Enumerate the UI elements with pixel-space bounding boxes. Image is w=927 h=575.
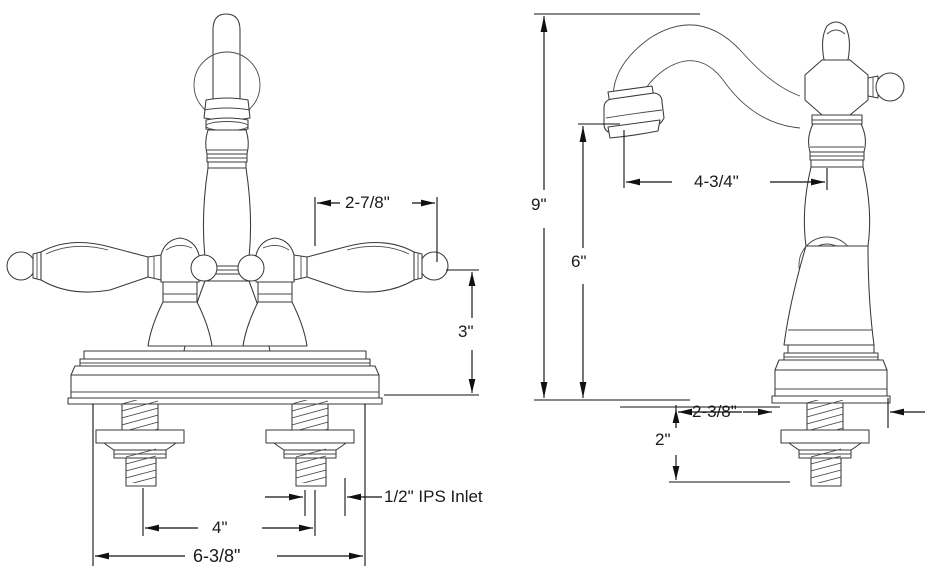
deck-base-front: [67, 350, 383, 405]
dim-label-handle-height: 3": [458, 322, 474, 341]
dim-spout-reach-4-3-4: [623, 130, 828, 190]
dim-overall-width-6-3-8: [92, 404, 366, 566]
spout-side-profile: [603, 24, 801, 139]
dim-label-center-to-center: 4": [212, 518, 228, 537]
deck-base-side: [771, 344, 891, 404]
handle-right: [237, 237, 449, 347]
shank-side: [780, 400, 870, 487]
dim-label-shank-length: 2": [655, 430, 671, 449]
dim-label-overall-width: 6-3/8": [193, 546, 241, 566]
dim-label-overall-height: 9": [531, 195, 547, 214]
dim-handle-spread-2-7-8: [314, 197, 438, 262]
body-side: [783, 21, 905, 346]
shank-right: [265, 400, 355, 487]
shank-left: [95, 400, 185, 487]
dim-label-spout-height: 6": [571, 252, 587, 271]
handle-left: [6, 237, 218, 347]
dim-shank-length-2in: [669, 409, 790, 483]
dim-center-to-center-4in: [142, 488, 316, 536]
dim-overall-height-9in: [534, 13, 700, 401]
side-elevation-view: [534, 13, 925, 487]
dim-label-handle-spread: 2-7/8": [345, 193, 390, 212]
front-elevation-view: [6, 13, 479, 566]
dim-handle-height-3in: [384, 269, 479, 396]
dim-label-shank-offset: 2-3/8": [692, 402, 737, 421]
dim-shank-right-edge-arrow: [887, 398, 925, 428]
dim-label-spout-reach: 4-3/4": [694, 172, 739, 191]
dim-label-inlet-note: 1/2" IPS Inlet: [384, 487, 483, 506]
dim-spout-height-6in: [578, 123, 620, 398]
